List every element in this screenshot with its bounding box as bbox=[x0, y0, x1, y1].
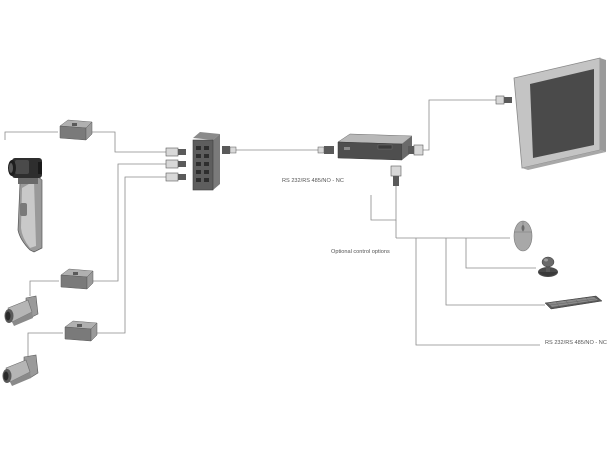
monitor-icon bbox=[495, 57, 606, 170]
monitor-input-connector bbox=[495, 95, 512, 105]
network-switch-icon bbox=[192, 132, 220, 191]
optional-controls-label: Optional control options bbox=[331, 249, 390, 255]
switch-input-connectors bbox=[165, 147, 186, 182]
cable-to-keyboard bbox=[445, 238, 545, 306]
rj45-connector-icon bbox=[165, 172, 186, 182]
keyboard-icon bbox=[544, 295, 603, 310]
serial-protocol-label: RS 232/RS 485/NO - NC bbox=[282, 178, 344, 184]
mouse-icon bbox=[513, 220, 533, 252]
cable-camera1-encoder1 bbox=[4, 131, 58, 140]
cable-encoder3-camera3 bbox=[27, 332, 63, 356]
usb-connector-icon bbox=[390, 165, 402, 186]
cable-decoder-monitor bbox=[423, 99, 496, 151]
cable-to-serial-output bbox=[415, 238, 540, 346]
hdmi-connector-icon bbox=[408, 144, 424, 156]
joystick-icon bbox=[538, 256, 558, 277]
rj45-connector-icon bbox=[165, 159, 186, 169]
rj45-connector-icon bbox=[165, 147, 186, 157]
cable-to-joystick bbox=[465, 238, 536, 269]
rj45-connector-icon bbox=[317, 146, 334, 154]
dome-camera-icon bbox=[2, 354, 39, 386]
serial-output-label: RS 232/RS 485/NO - NC bbox=[545, 340, 607, 346]
connection-lines bbox=[4, 99, 545, 356]
rj45-connector-icon bbox=[222, 146, 237, 154]
video-encoder-icon bbox=[59, 119, 93, 141]
cable-switch-encoder3 bbox=[95, 176, 166, 334]
cable-encoder2-camera2 bbox=[29, 280, 59, 296]
box-camera-icon bbox=[8, 158, 43, 253]
cable-switch-encoder2 bbox=[93, 163, 166, 282]
video-encoder-icon bbox=[60, 268, 94, 290]
cable-decoder-controls bbox=[370, 186, 397, 221]
video-decoder-icon bbox=[337, 133, 413, 161]
video-encoder-icon bbox=[64, 320, 98, 342]
cable-encoder1-switch bbox=[92, 131, 166, 153]
dome-camera-icon bbox=[4, 295, 39, 326]
